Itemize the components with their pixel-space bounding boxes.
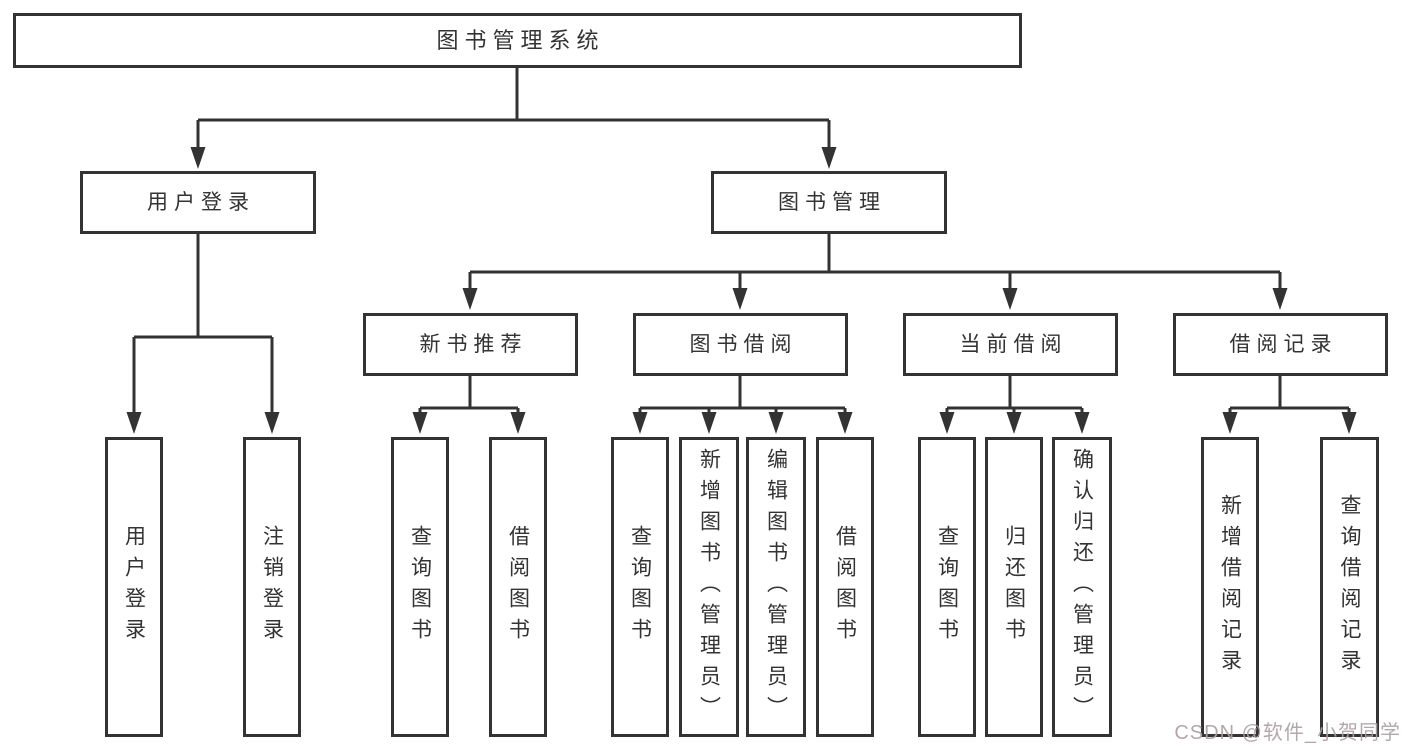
leaf-query-borrow-record-label: 查询借阅记录 [1338,494,1361,680]
arrow-down-icon [821,147,837,169]
arrow-down-icon [1074,412,1090,434]
arrow-down-icon [1006,412,1022,434]
node-book-mgmt-label: 图书管理 [778,191,886,214]
node-current-borrow-label: 当前借阅 [959,333,1068,356]
node-book-mgmt: 图书管理 [711,171,947,234]
arrow-down-icon [462,288,478,310]
arrow-down-icon [701,412,717,434]
arrow-down-icon [939,412,955,434]
leaf-borrow-books-1: 借阅图书 [489,437,547,737]
leaf-edit-books-admin: 编辑图书（管理员） [746,437,806,737]
node-user-login-label: 用户登录 [147,191,255,214]
leaf-borrow-books-1-label: 借阅图书 [506,525,530,649]
leaf-confirm-return-admin: 确认归还（管理员） [1052,437,1112,737]
node-borrow-records: 借阅记录 [1173,313,1388,376]
node-book-borrow-label: 图书借阅 [689,333,798,356]
leaf-logout: 注销登录 [243,437,301,737]
node-root-label: 图书管理系统 [436,27,605,53]
node-user-login: 用户登录 [80,171,316,234]
leaf-borrow-books-2: 借阅图书 [816,437,874,737]
arrow-down-icon [1341,412,1357,434]
node-current-borrow: 当前借阅 [903,313,1118,376]
arrow-down-icon [126,412,142,434]
node-book-borrow: 图书借阅 [633,313,848,376]
leaf-add-books-admin: 新增图书（管理员） [679,437,739,737]
arrow-down-icon [632,412,648,434]
arrow-down-icon [732,288,748,310]
leaf-query-books-3-label: 查询图书 [935,525,959,649]
leaf-query-books-3: 查询图书 [918,437,976,737]
leaf-logout-label: 注销登录 [260,525,284,649]
leaf-query-books-1: 查询图书 [391,437,449,737]
arrowhead-icons [126,147,1357,434]
node-root: 图书管理系统 [13,13,1022,68]
leaf-confirm-return-admin-label: 确认归还（管理员） [1070,447,1094,727]
node-borrow-records-label: 借阅记录 [1229,333,1338,356]
arrow-down-icon [510,412,526,434]
leaf-user-login: 用户登录 [105,437,163,737]
arrow-down-icon [768,412,784,434]
arrow-down-icon [1272,288,1288,310]
arrow-down-icon [837,412,853,434]
leaf-user-login-label: 用户登录 [122,525,146,649]
leaf-edit-books-admin-label: 编辑图书（管理员） [764,447,788,727]
arrow-down-icon [1002,288,1018,310]
node-new-book-rec-label: 新书推荐 [419,333,528,356]
leaf-query-borrow-record: 查询借阅记录 [1320,437,1379,737]
leaf-add-borrow-record: 新增借阅记录 [1201,437,1259,737]
leaf-add-borrow-record-label: 新增借阅记录 [1218,494,1242,680]
arrow-down-icon [1222,412,1238,434]
leaf-query-books-2: 查询图书 [611,437,669,737]
arrow-down-icon [190,147,206,169]
arrow-down-icon [412,412,428,434]
leaf-query-books-1-label: 查询图书 [408,525,432,649]
arrow-down-icon [264,412,280,434]
leaf-add-books-admin-label: 新增图书（管理员） [697,447,721,727]
leaf-borrow-books-2-label: 借阅图书 [833,525,857,649]
leaf-query-books-2-label: 查询图书 [628,525,652,649]
node-new-book-rec: 新书推荐 [363,313,578,376]
csdn-watermark: CSDN @软件_小贺同学 [1174,722,1401,744]
leaf-return-books-label: 归还图书 [1002,525,1026,649]
connector-lines [132,68,1351,417]
leaf-return-books: 归还图书 [985,437,1043,737]
